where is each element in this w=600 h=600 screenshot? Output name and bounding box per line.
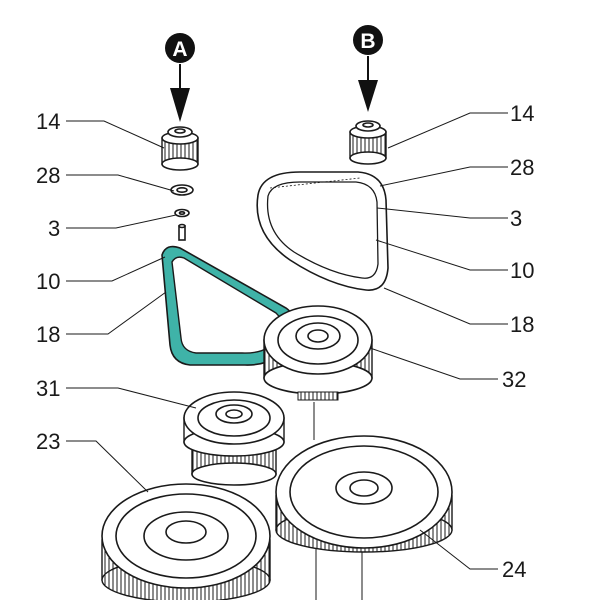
label-left-28: 28 xyxy=(36,163,60,188)
badge-a-label: A xyxy=(172,38,187,61)
gear-32 xyxy=(263,305,373,401)
label-32: 32 xyxy=(502,367,526,392)
left-washer-28 xyxy=(170,184,194,196)
left-pulley-14 xyxy=(161,126,199,171)
gear-23 xyxy=(101,483,271,600)
left-belt-18 xyxy=(161,245,295,366)
badge-a: A xyxy=(165,33,195,63)
left-pin xyxy=(178,223,186,241)
label-left-14: 14 xyxy=(36,109,60,134)
callout-labels: 14 28 3 10 18 31 23 14 28 3 10 18 32 24 xyxy=(36,101,534,582)
gear-24 xyxy=(275,435,453,553)
label-right-14: 14 xyxy=(510,101,534,126)
label-left-3: 3 xyxy=(48,216,60,241)
lower-shafts xyxy=(313,402,363,600)
gear-31 xyxy=(183,391,285,486)
label-right-28: 28 xyxy=(510,155,534,180)
label-left-18: 18 xyxy=(36,322,60,347)
right-pulley-14 xyxy=(349,120,387,165)
right-belt-18 xyxy=(256,171,389,291)
arrow-a xyxy=(170,64,190,122)
badge-b-label: B xyxy=(360,30,375,53)
label-right-18: 18 xyxy=(510,312,534,337)
label-31: 31 xyxy=(36,376,60,401)
label-23: 23 xyxy=(36,429,60,454)
label-24: 24 xyxy=(502,557,526,582)
leader-lines xyxy=(66,112,508,570)
label-right-10: 10 xyxy=(510,258,534,283)
label-left-10: 10 xyxy=(36,269,60,294)
label-right-3: 3 xyxy=(510,206,522,231)
badge-b: B xyxy=(353,25,383,55)
left-washer-3 xyxy=(174,208,190,218)
arrow-b xyxy=(358,56,378,112)
